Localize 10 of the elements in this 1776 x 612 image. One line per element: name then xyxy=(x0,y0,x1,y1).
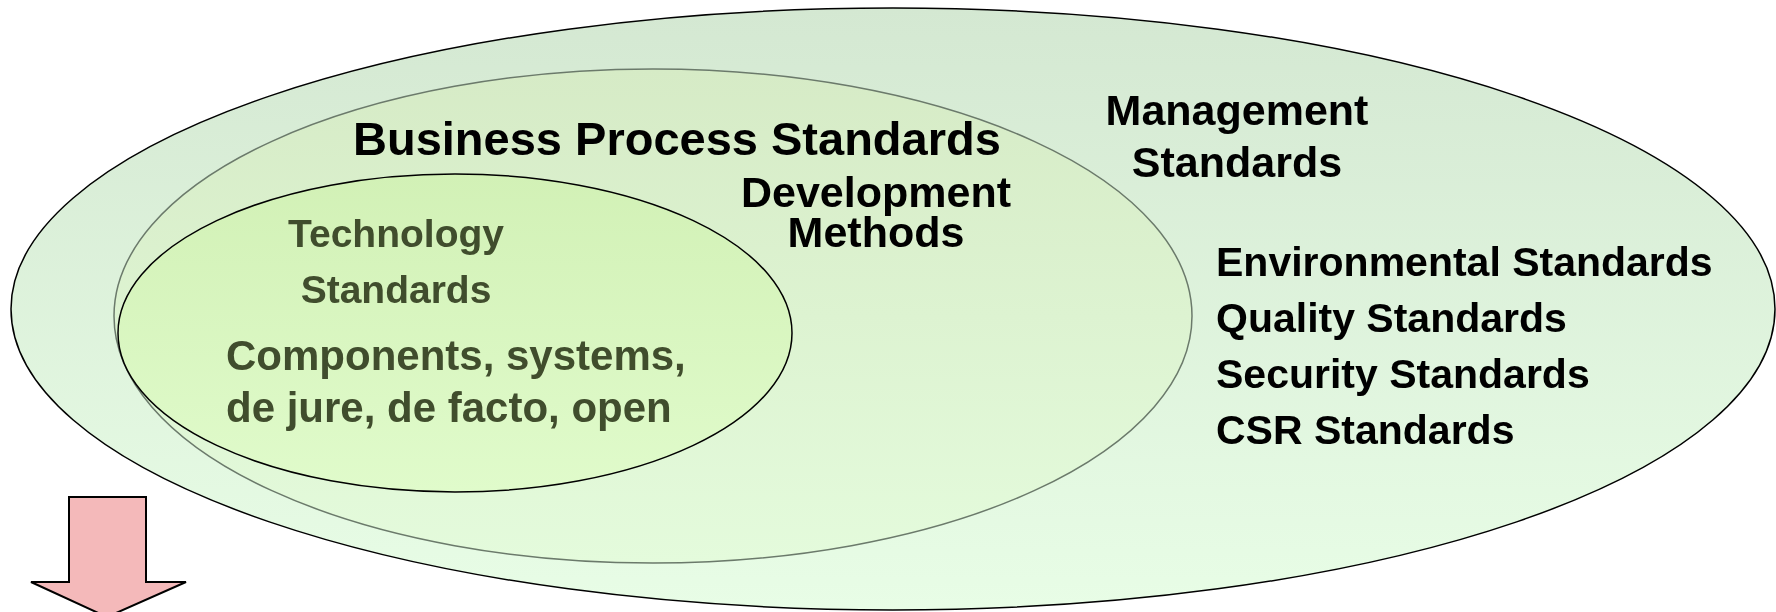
list-item: Quality Standards xyxy=(1216,294,1567,343)
group-title: Technology Standards xyxy=(287,211,505,313)
description-text: Components, systems, de jure, de facto, open xyxy=(226,331,687,433)
outer-ellipse xyxy=(10,7,1776,611)
list-item: Security Standards xyxy=(1216,350,1590,399)
list-item: CSR Standards xyxy=(1216,406,1515,455)
group-title: Business Process Standards xyxy=(353,112,1001,166)
group-title: Management Standards xyxy=(1104,85,1370,188)
list-item: Environmental Standards xyxy=(1216,238,1713,287)
group-subtitle: Development Methods xyxy=(740,172,1012,252)
